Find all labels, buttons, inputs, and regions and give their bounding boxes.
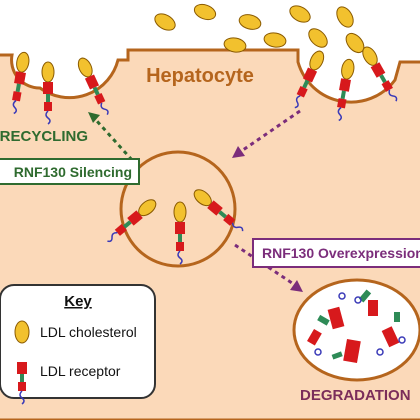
ldl-receptor-icon (41, 61, 55, 125)
ldl-cholesterol-icon (289, 5, 311, 23)
ldl-cholesterol-icon (193, 3, 217, 21)
ldl-cholesterol-icon (336, 6, 354, 28)
recycling-arrow (88, 112, 134, 162)
rnf130-overexpression-label: RNF130 Overexpression (252, 238, 420, 268)
ldl-cholesterol-icon (223, 37, 247, 53)
cell-title: Hepatocyte (146, 65, 254, 87)
lysosome (292, 278, 420, 382)
ldl-receptor-icon (17, 362, 27, 405)
key-ldl-receptor-label: LDL receptor (40, 363, 121, 379)
ldl-receptor-icon (294, 50, 325, 109)
ldl-receptor-icon (107, 199, 157, 243)
degradation-label: DEGRADATION (300, 387, 411, 404)
internalization-arrow (232, 109, 301, 158)
ldl-cholesterol-icon (154, 13, 176, 31)
ldl-receptor-icon (193, 189, 244, 232)
degradation-arrow (234, 243, 303, 292)
ldl-receptor-icon (173, 201, 187, 265)
recycling-label: RECYCLING (0, 128, 88, 145)
ldl-receptor-icon (12, 51, 30, 115)
ldl-cholesterol-icon (238, 14, 262, 30)
key-title: Key (64, 293, 92, 310)
ldl-cholesterol-icon (308, 28, 328, 48)
ldl-cholesterol-icon (263, 32, 287, 48)
key-box: Key LDL cholesterol LDL receptor (0, 284, 156, 399)
ldl-cholesterol-icon (345, 32, 365, 54)
ldl-cholesterol-icon (14, 320, 30, 344)
ldl-receptor-icon (77, 57, 109, 115)
ldl-receptor-icon (337, 58, 355, 122)
rnf130-silencing-label: RNF130 Silencing (0, 158, 140, 185)
ldl-receptor-icon (362, 46, 398, 102)
key-ldl-cholesterol-label: LDL cholesterol (40, 324, 137, 340)
degraded-fragments (307, 289, 406, 364)
